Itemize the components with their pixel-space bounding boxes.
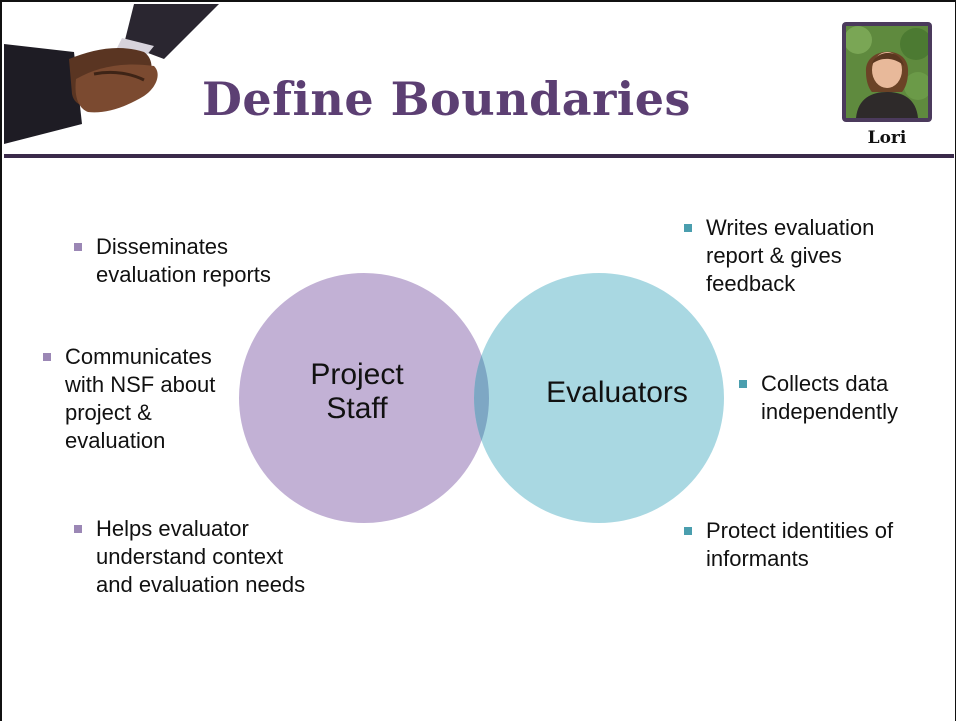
evaluator-bullet-protect-identities: Protect identities of informants xyxy=(684,517,893,573)
square-bullet-icon xyxy=(74,243,82,251)
person-portrait-icon xyxy=(846,26,928,118)
staff-bullet-disseminates: Disseminates evaluation reports xyxy=(74,233,271,289)
project-staff-label: Project Staff xyxy=(310,358,404,425)
square-bullet-icon xyxy=(684,527,692,535)
evaluators-label: Evaluators xyxy=(546,376,688,409)
square-bullet-icon xyxy=(74,525,82,533)
staff-bullet-communicates: Communicates with NSF about project & ev… xyxy=(43,343,215,455)
evaluator-bullet-collects-data: Collects data independently xyxy=(739,370,898,426)
square-bullet-icon xyxy=(739,380,747,388)
square-bullet-icon xyxy=(43,353,51,361)
header-divider xyxy=(4,154,954,158)
presenter-photo-frame xyxy=(842,22,932,122)
square-bullet-icon xyxy=(684,224,692,232)
handshake-icon xyxy=(4,4,219,144)
staff-bullet-helps-evaluator: Helps evaluator understand context and e… xyxy=(74,515,305,599)
presenter-name: Lori xyxy=(867,128,907,148)
page-title: Define Boundaries xyxy=(202,72,691,126)
evaluator-bullet-writes-report: Writes evaluation report & gives feedbac… xyxy=(684,214,874,298)
